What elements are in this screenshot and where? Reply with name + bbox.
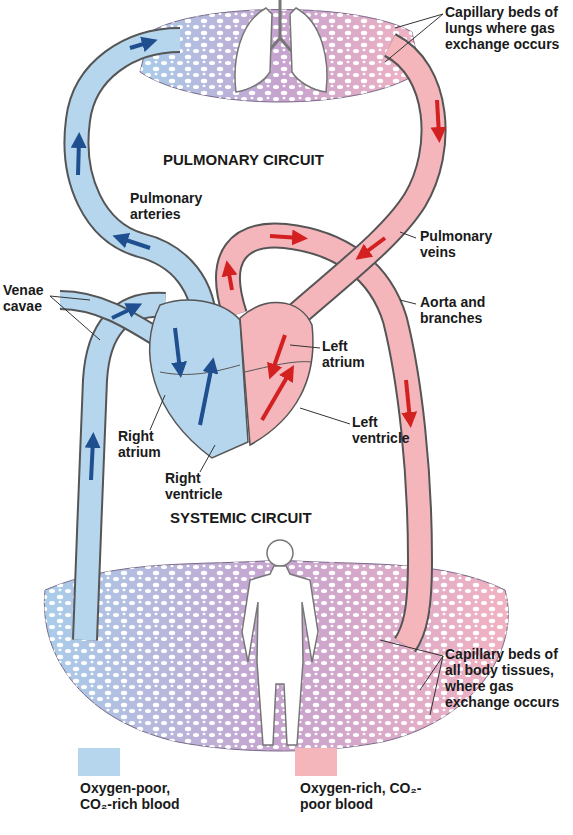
leader-line bbox=[300, 408, 350, 424]
flow-arrow bbox=[112, 307, 135, 318]
flow-arrow bbox=[175, 328, 180, 370]
human-body bbox=[242, 566, 318, 745]
part-label: Venae cavae bbox=[3, 282, 58, 314]
part-label: Left atrium bbox=[322, 338, 377, 370]
leader-line bbox=[50, 296, 100, 340]
flow-arrow bbox=[78, 140, 79, 175]
human-head bbox=[267, 540, 293, 566]
flow-arrow bbox=[262, 372, 290, 420]
legend-swatch bbox=[295, 748, 337, 776]
circuit-title: PULMONARY CIRCUIT bbox=[163, 152, 363, 168]
flow-arrow bbox=[228, 268, 232, 290]
pulmonary-artery bbox=[77, 40, 205, 330]
vessel-outline bbox=[285, 45, 434, 325]
flow-arrow bbox=[130, 42, 150, 48]
leader-line bbox=[430, 656, 443, 715]
right-heart bbox=[150, 300, 248, 458]
valve-line bbox=[245, 362, 312, 372]
flow-arrow bbox=[362, 238, 385, 255]
part-label: Capillary beds of all body tissues, wher… bbox=[445, 646, 563, 710]
part-label: Aorta and branches bbox=[420, 294, 530, 326]
leader-line bbox=[150, 395, 165, 430]
leader-line bbox=[400, 232, 416, 238]
pulmonary-vein bbox=[285, 45, 434, 325]
flow-arrow bbox=[272, 335, 285, 372]
left-heart bbox=[240, 303, 313, 445]
flow-arrow bbox=[91, 440, 93, 480]
flow-arrow bbox=[437, 100, 439, 135]
part-label: Capillary beds of lungs where gas exchan… bbox=[445, 4, 563, 52]
left-lung bbox=[235, 8, 272, 92]
leader-line bbox=[200, 445, 215, 472]
leader-line bbox=[400, 300, 416, 304]
legend-text: Oxygen-rich, CO₂-poor blood bbox=[300, 780, 425, 812]
part-label: Right atrium bbox=[118, 428, 173, 460]
part-label: Right ventricle bbox=[165, 470, 240, 502]
flow-arrow bbox=[270, 236, 300, 238]
capillary-mesh bbox=[44, 560, 508, 751]
part-label: Left ventricle bbox=[352, 414, 424, 446]
circuit-title: SYSTEMIC CIRCUIT bbox=[170, 510, 370, 526]
leader-line bbox=[50, 296, 90, 300]
leader-line bbox=[290, 345, 320, 348]
leader-line bbox=[395, 14, 443, 28]
leader-line bbox=[380, 640, 443, 656]
part-label: Pulmonary veins bbox=[420, 228, 520, 260]
right-lung bbox=[290, 8, 327, 92]
legend-text: Oxygen-poor, CO₂-rich blood bbox=[80, 780, 205, 812]
valve-line bbox=[160, 365, 240, 374]
body-capillary-bed bbox=[44, 560, 508, 751]
vessel-outline bbox=[77, 40, 205, 330]
flow-arrow bbox=[406, 380, 410, 420]
part-label: Pulmonary arteries bbox=[130, 190, 230, 222]
flow-arrow bbox=[120, 238, 150, 248]
legend-swatch bbox=[78, 748, 120, 776]
leader-line bbox=[385, 14, 443, 62]
flow-arrow bbox=[200, 365, 212, 425]
